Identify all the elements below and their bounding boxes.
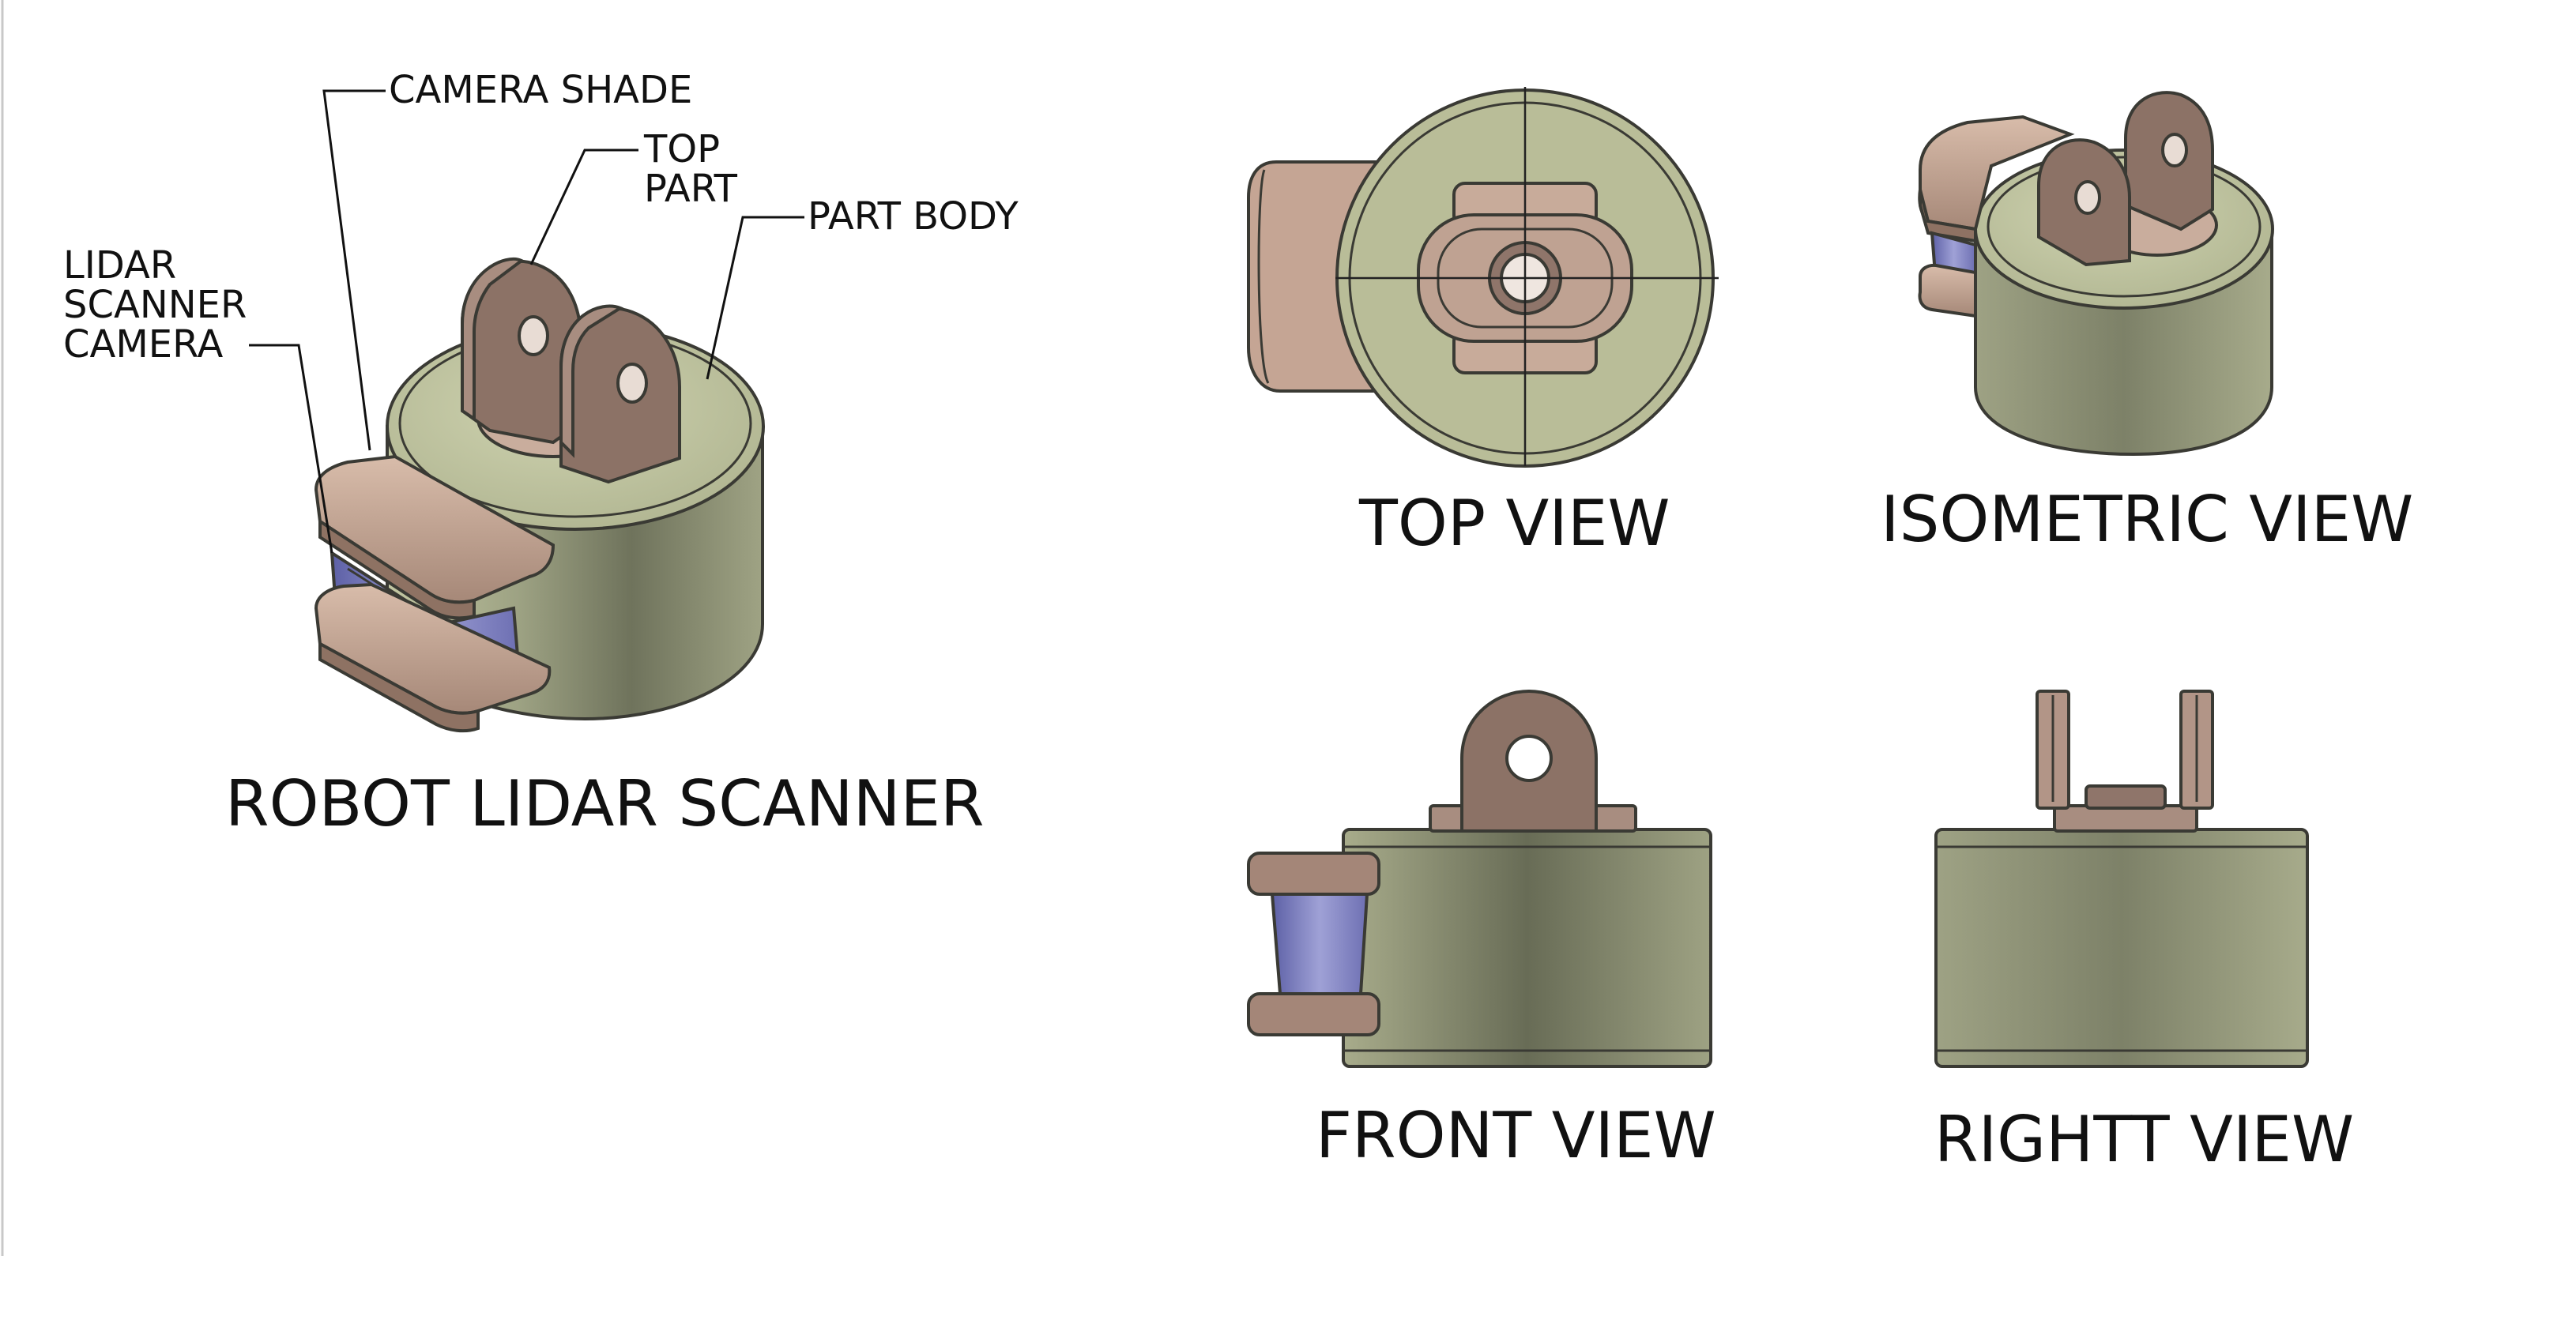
- isometric-view-title: ISOMETRIC VIEW: [1881, 483, 2413, 556]
- main-title: ROBOT LIDAR SCANNER: [225, 767, 985, 841]
- label-top-part-line2: PART: [644, 167, 738, 211]
- bracket-rear-hole: [518, 315, 549, 356]
- callout-leaders: [249, 89, 804, 554]
- front-view-bracket-hole: [1505, 735, 1553, 782]
- label-lidar-line2: SCANNER: [63, 283, 247, 327]
- isometric-view-drawing: [1918, 91, 2274, 457]
- front-view-shade-upper: [1247, 852, 1380, 896]
- right-view-body: [1934, 828, 2309, 1068]
- right-view-title: RIGHTT VIEW: [1934, 1103, 2354, 1176]
- front-view-lens: [1270, 893, 1369, 995]
- main-isometric-model: [314, 257, 765, 733]
- label-lidar-line1: LIDAR: [63, 243, 176, 288]
- top-view-drawing: [1247, 87, 1719, 468]
- label-lidar-line3: CAMERA: [63, 322, 224, 367]
- label-part-body: PART BODY: [808, 194, 1019, 239]
- front-view-title: FRONT VIEW: [1316, 1099, 1716, 1172]
- bracket-front-hole: [616, 363, 648, 404]
- front-view-body: [1342, 828, 1712, 1068]
- label-top-part-line1: TOP: [643, 127, 720, 171]
- front-view-drawing: [1247, 689, 1712, 1068]
- label-camera-shade: CAMERA SHADE: [389, 68, 692, 112]
- top-view-title: TOP VIEW: [1358, 487, 1670, 560]
- right-view-boss: [2085, 784, 2167, 810]
- right-view-drawing: [1934, 690, 2309, 1068]
- iso-shade-lower: [1918, 263, 1977, 318]
- front-view-shade-lower: [1247, 992, 1380, 1036]
